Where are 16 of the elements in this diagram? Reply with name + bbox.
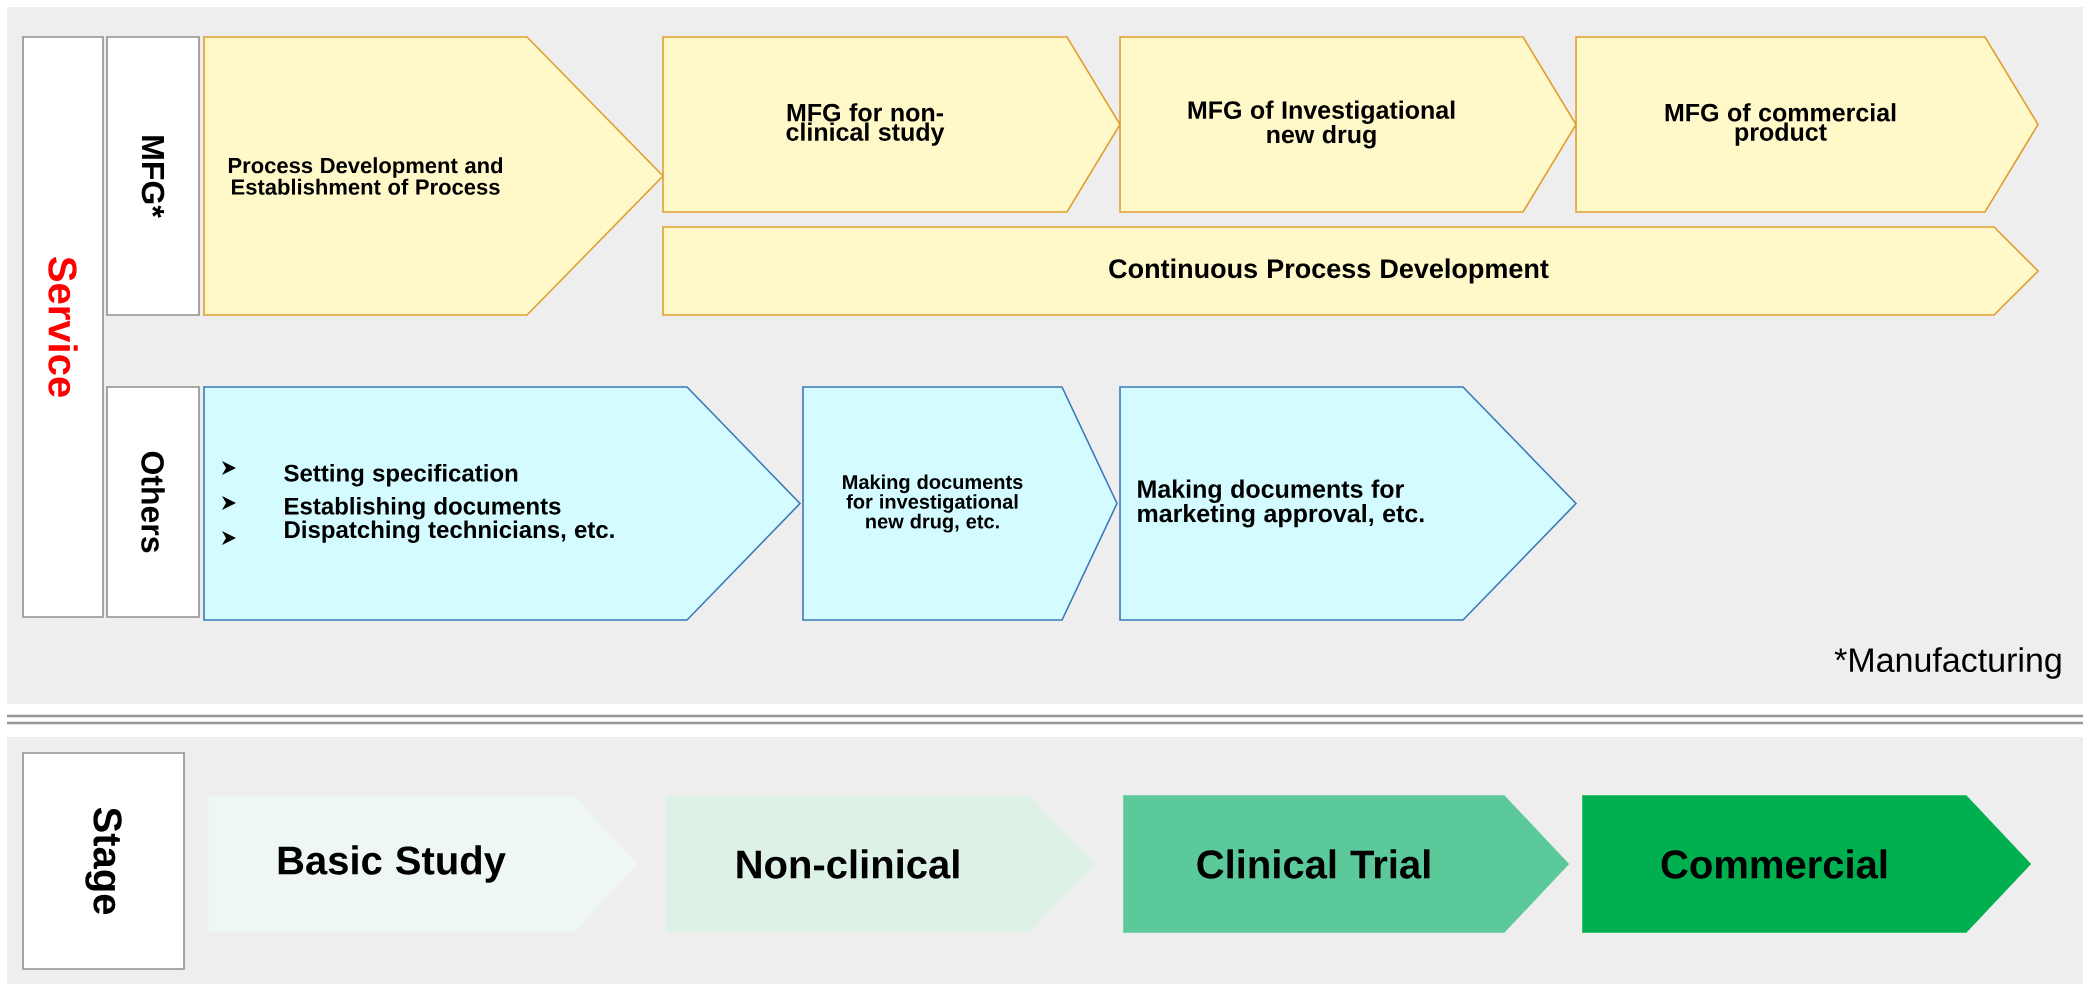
pentagon-box: Process Development and Establishment of Process bbox=[203, 36, 665, 316]
stage-box: Commercial bbox=[1582, 795, 2032, 933]
pentagon-box: Setting specification Establishing documents Dispatching technicians, etc. bbox=[203, 386, 802, 621]
row-label-box: Service bbox=[22, 36, 104, 618]
stage-box: Non-clinical bbox=[666, 795, 1095, 933]
stage-box: Basic Study bbox=[208, 795, 639, 933]
row-label-box: MFG* bbox=[106, 36, 200, 316]
footnote-text: *Manufacturing bbox=[1834, 647, 2061, 679]
pentagon-box: MFG of commercial product bbox=[1575, 36, 2039, 213]
pentagon-box: Making documents for investigational new drug, etc. bbox=[802, 386, 1118, 621]
pentagon-box: MFG of Investigational new drug bbox=[1119, 36, 1577, 213]
pentagon-box: MFG for non-clinical study bbox=[662, 36, 1121, 213]
row-label-box: Others bbox=[106, 386, 200, 618]
row-label-box: Stage bbox=[22, 752, 185, 970]
stage-box: Clinical Trial bbox=[1123, 795, 1570, 933]
pentagon-box: Making documents for marketing approval, etc. bbox=[1119, 386, 1578, 621]
